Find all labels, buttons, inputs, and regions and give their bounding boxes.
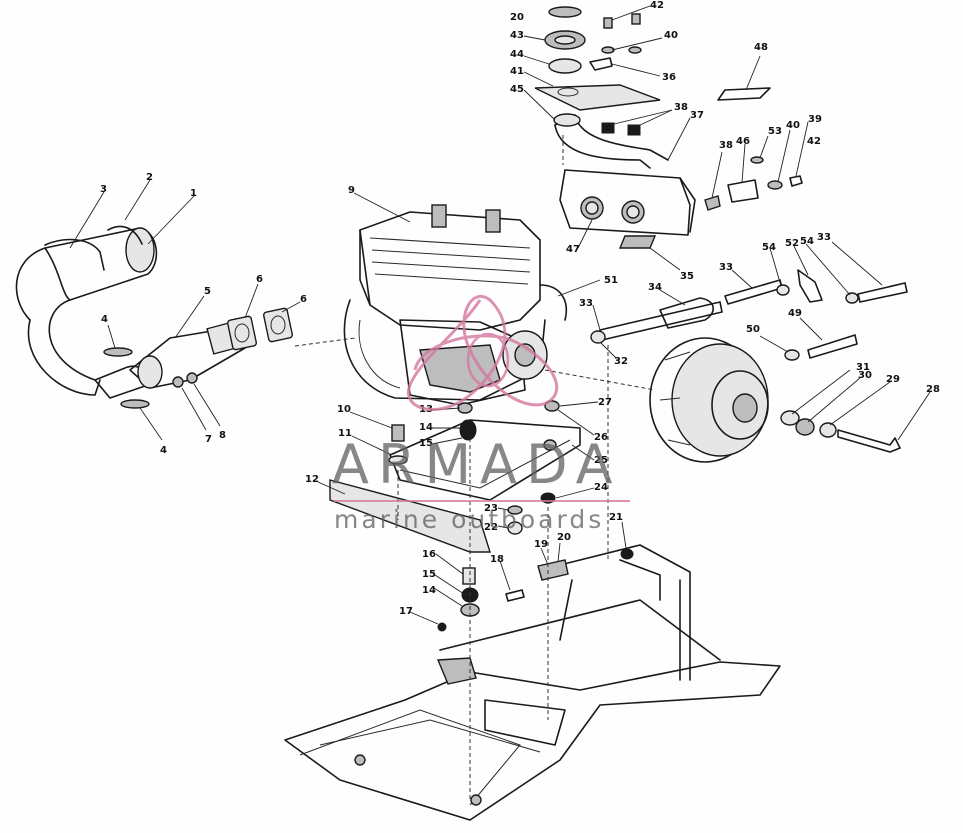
callout-5: 5 — [204, 286, 211, 297]
callout-14a: 14 — [419, 422, 433, 433]
callout-30: 30 — [858, 370, 872, 381]
callout-31: 31 — [856, 362, 870, 373]
callout-4a: 4 — [101, 314, 108, 325]
exhaust-manifold — [129, 321, 246, 389]
callout-24: 24 — [594, 482, 608, 493]
muffler-assembly — [15, 225, 158, 409]
callout-23: 23 — [484, 503, 498, 514]
starter-hardware — [780, 410, 901, 453]
gasket-plate — [717, 87, 771, 101]
callout-41: 41 — [510, 66, 524, 77]
callout-15a: 15 — [419, 438, 433, 449]
callout-6b: 6 — [300, 294, 307, 305]
callout-33b: 33 — [719, 262, 733, 273]
recoil-starter — [649, 337, 769, 463]
callout-15b: 15 — [422, 569, 436, 580]
callout-36: 36 — [662, 72, 676, 83]
fan-housing — [553, 113, 696, 249]
top-hardware — [534, 6, 661, 136]
callout-38b: 38 — [719, 140, 733, 151]
callout-42a: 42 — [650, 0, 664, 11]
callout-54b: 54 — [800, 236, 814, 247]
callout-38a: 38 — [674, 102, 688, 113]
callout-20-top: 20 — [510, 12, 524, 23]
callout-18: 18 — [490, 554, 504, 565]
throttle-linkage — [590, 269, 908, 361]
engine-block — [343, 204, 567, 406]
callout-44: 44 — [510, 49, 524, 60]
callout-52: 52 — [785, 238, 799, 249]
callout-39: 39 — [808, 114, 822, 125]
callout-28: 28 — [926, 384, 940, 395]
watermark-rule — [334, 500, 630, 502]
callout-53: 53 — [768, 126, 782, 137]
callout-43: 43 — [510, 30, 524, 41]
motor-mount-pad — [436, 622, 477, 685]
callout-20: 20 — [557, 532, 571, 543]
callout-9: 9 — [348, 185, 355, 196]
callout-33c: 33 — [817, 232, 831, 243]
brand-logo-mark — [406, 295, 559, 411]
exhaust-gaskets — [227, 307, 293, 351]
callout-49: 49 — [788, 308, 802, 319]
callout-40b: 40 — [786, 120, 800, 131]
callout-33a: 33 — [579, 298, 593, 309]
callout-42b: 42 — [807, 136, 821, 147]
callout-14b: 14 — [422, 585, 436, 596]
callout-48: 48 — [754, 42, 768, 53]
callout-47: 47 — [566, 244, 580, 255]
callout-27: 27 — [598, 397, 612, 408]
callout-45: 45 — [510, 84, 524, 95]
callout-50: 50 — [746, 324, 760, 335]
callout-22: 22 — [484, 522, 498, 533]
callout-46: 46 — [736, 136, 750, 147]
callout-16: 16 — [422, 549, 436, 560]
callout-34: 34 — [648, 282, 662, 293]
callout-26: 26 — [594, 432, 608, 443]
callout-7: 7 — [205, 434, 212, 445]
callout-32: 32 — [614, 356, 628, 367]
callout-11: 11 — [338, 428, 352, 439]
callout-10: 10 — [337, 404, 351, 415]
callout-19: 19 — [534, 539, 548, 550]
callout-25: 25 — [594, 455, 608, 466]
chassis-frame — [284, 544, 781, 821]
callout-40a: 40 — [664, 30, 678, 41]
callout-6a: 6 — [256, 274, 263, 285]
callout-54a: 54 — [762, 242, 776, 253]
callout-51: 51 — [604, 275, 618, 286]
callout-17: 17 — [399, 606, 413, 617]
callout-12: 12 — [305, 474, 319, 485]
callout-1: 1 — [190, 188, 197, 199]
callout-3: 3 — [100, 184, 107, 195]
callout-35: 35 — [680, 271, 694, 282]
callout-21: 21 — [609, 512, 623, 523]
assembly-lines — [294, 135, 656, 800]
callout-4b: 4 — [160, 445, 167, 456]
callout-2: 2 — [146, 172, 153, 183]
watermark-tagline: marine outboards — [334, 505, 605, 534]
callout-37: 37 — [690, 110, 704, 121]
watermark-brand: ARMADA — [332, 433, 622, 496]
callout-8: 8 — [219, 430, 226, 441]
bracket-hardware — [704, 156, 803, 211]
callout-29: 29 — [886, 374, 900, 385]
